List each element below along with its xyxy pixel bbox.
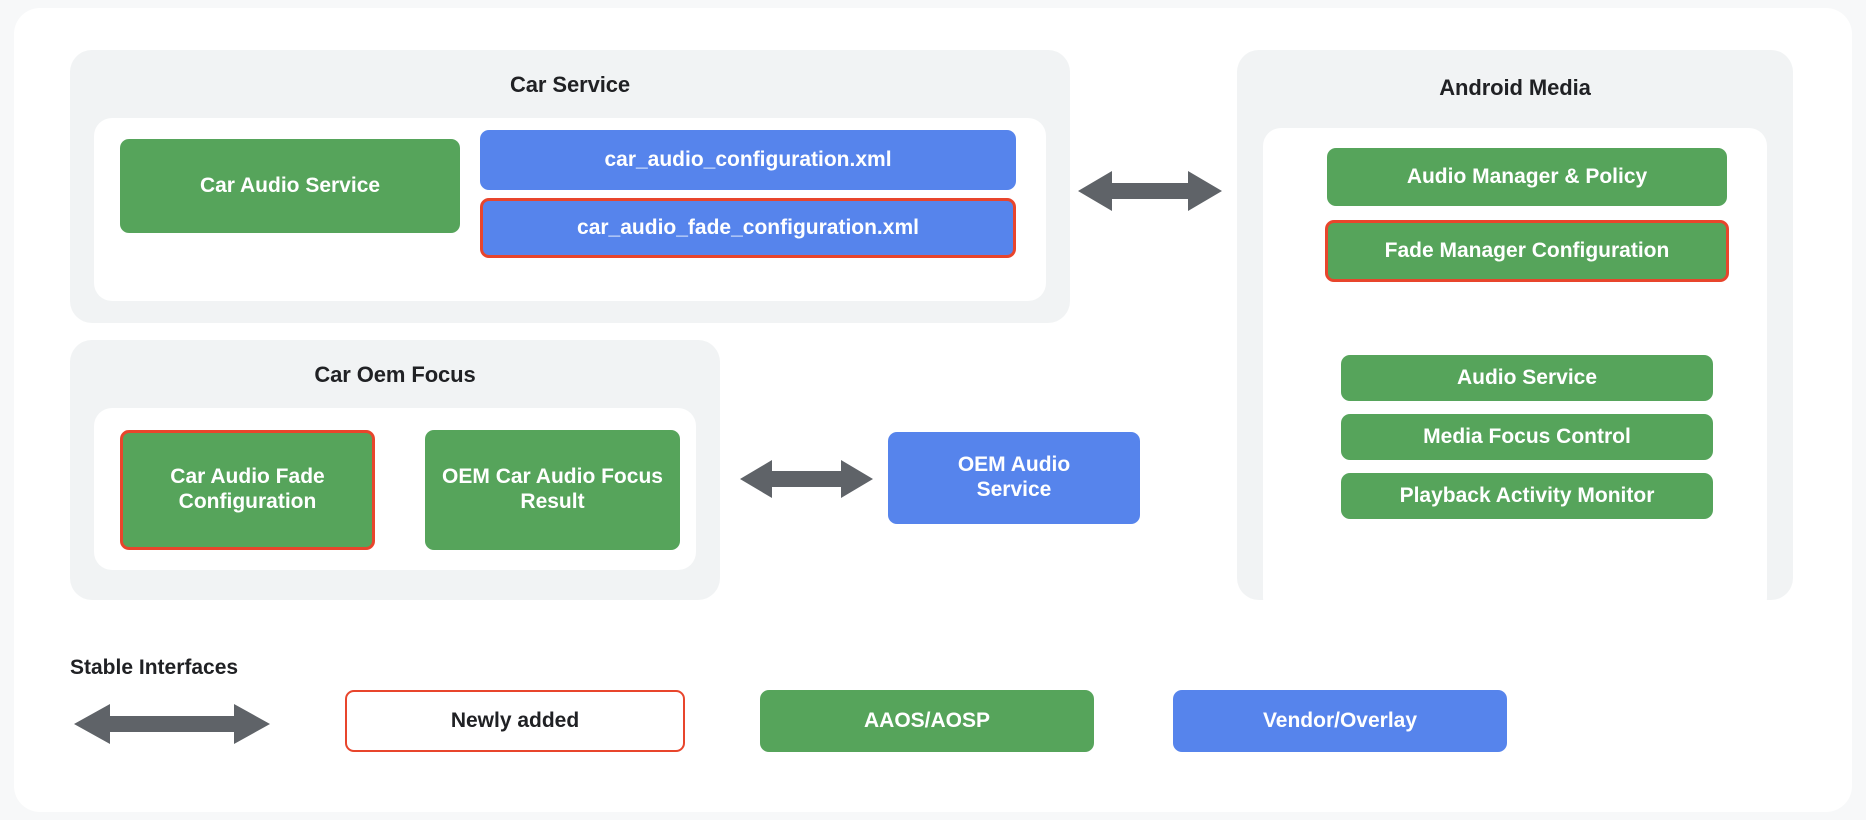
legend-stable-interfaces-arrow-icon <box>74 702 270 746</box>
box-oem-car-audio-focus-result[interactable]: OEM Car Audio Focus Result <box>425 430 680 550</box>
oem-audio-service-line-1: OEM Audio <box>957 453 1071 477</box>
connector-car-oem-focus-to-oem-audio-service <box>740 457 873 501</box>
oem-audio-service-line-2: Service <box>976 478 1052 501</box>
legend-item-newly-added[interactable]: Newly added <box>345 690 685 752</box>
legend-stable-interfaces-label: Stable Interfaces <box>70 656 239 679</box>
box-media-focus-control[interactable]: Media Focus Control <box>1341 414 1713 460</box>
box-car-audio-fade-configuration[interactable]: Car Audio Fade Configuration <box>120 430 375 550</box>
box-playback-activity-monitor[interactable]: Playback Activity Monitor <box>1341 473 1713 519</box>
group-car-service: Car Service Car Audio Service car_audio_… <box>70 50 1070 323</box>
box-audio-service[interactable]: Audio Service <box>1341 355 1713 401</box>
group-car-service-title: Car Service <box>510 72 630 97</box>
group-android-media: Android Media Audio Manager & Policy Fad… <box>1237 50 1793 616</box>
group-car-oem-focus-title: Car Oem Focus <box>314 362 476 387</box>
box-oem-audio-service[interactable]: OEM Audio Service <box>888 432 1140 524</box>
box-car-audio-configuration-xml[interactable]: car_audio_configuration.xml <box>480 130 1016 190</box>
group-car-oem-focus: Car Oem Focus Car Audio Fade Configurati… <box>70 340 720 600</box>
group-android-media-title: Android Media <box>1439 75 1591 100</box>
legend-item-aaos-aosp[interactable]: AAOS/AOSP <box>760 690 1094 752</box>
box-car-audio-service[interactable]: Car Audio Service <box>120 139 460 233</box>
box-car-audio-fade-configuration-xml[interactable]: car_audio_fade_configuration.xml <box>480 198 1016 258</box>
box-audio-manager-and-policy[interactable]: Audio Manager & Policy <box>1327 148 1727 206</box>
connector-car-service-to-android-media <box>1078 168 1222 214</box>
box-fade-manager-configuration[interactable]: Fade Manager Configuration <box>1325 220 1729 282</box>
legend-item-vendor-overlay[interactable]: Vendor/Overlay <box>1173 690 1507 752</box>
